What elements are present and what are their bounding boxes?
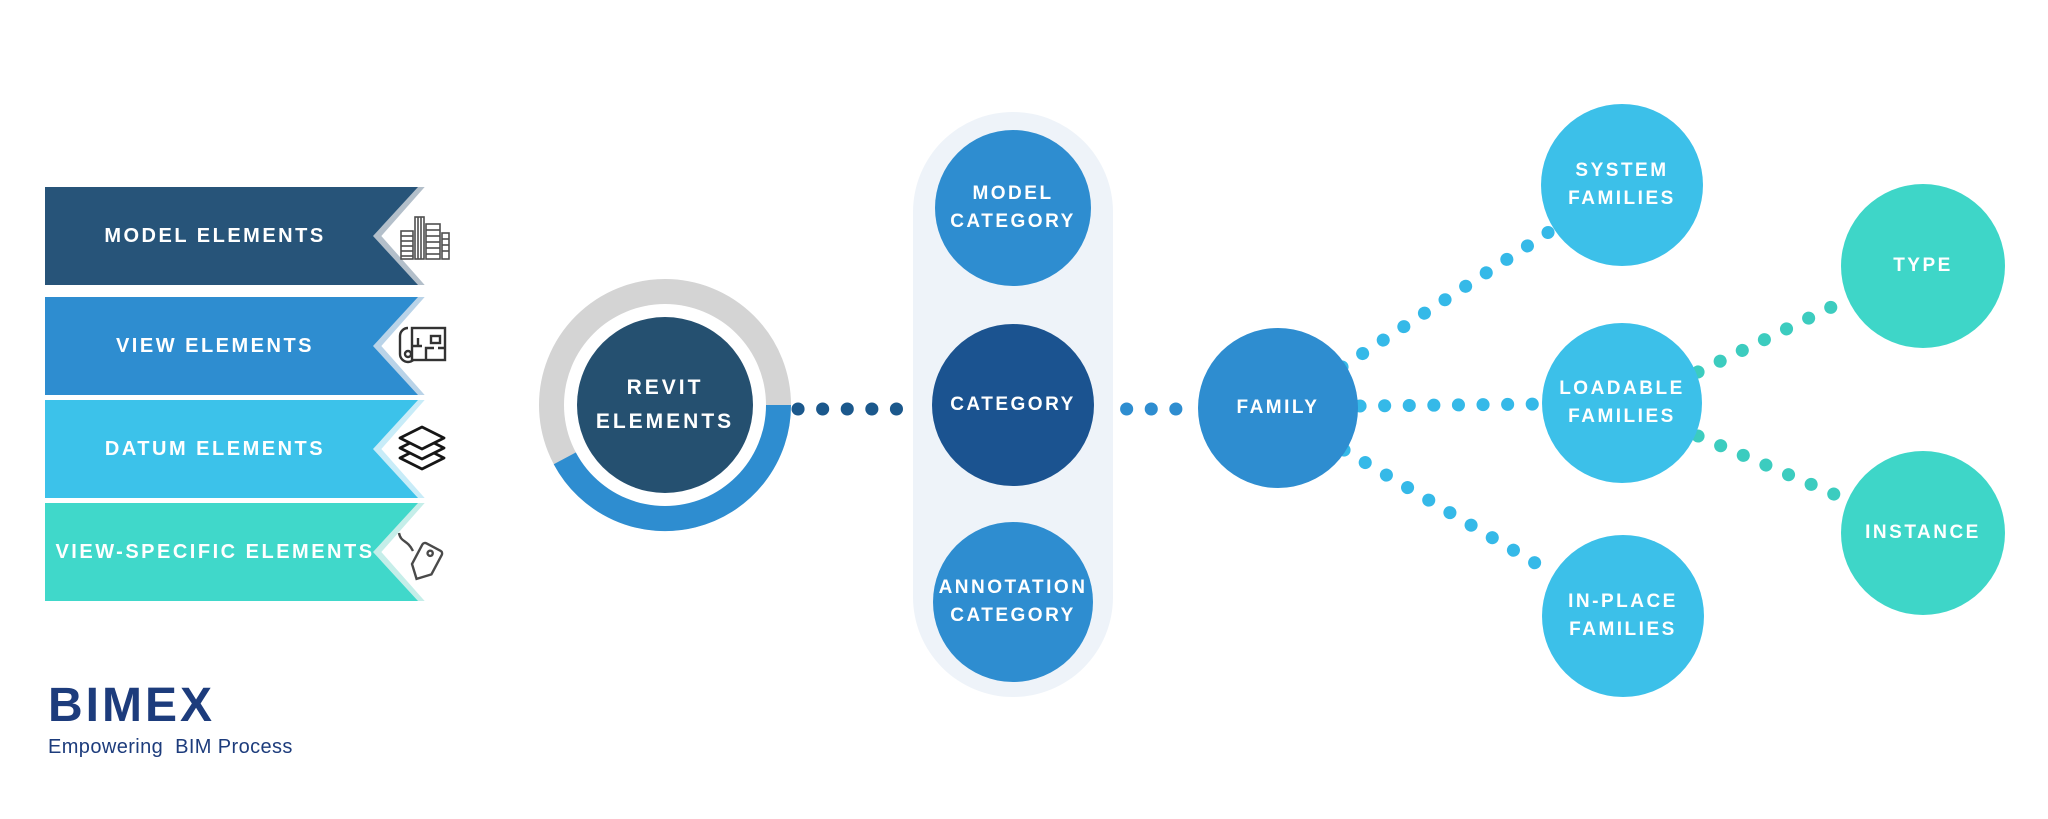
banner-label: VIEW-SPECIFIC ELEMENTS — [55, 540, 375, 563]
building-icon — [400, 216, 450, 260]
floorplan-icon — [398, 326, 447, 364]
banner-label: DATUM ELEMENTS — [104, 437, 326, 460]
banner-model-elements: MODEL ELEMENTS — [45, 187, 515, 285]
banner-view-specific-elements: VIEW-SPECIFIC ELEMENTS — [45, 503, 515, 601]
node-type: TYPE — [1841, 184, 2005, 348]
bimex-logo: BIMEX Empowering BIM Process — [48, 682, 293, 759]
logo-tagline: Empowering BIM Process — [48, 736, 293, 758]
connector-family-loadable — [1353, 397, 1547, 413]
layers-icon — [398, 425, 446, 471]
banner-edge — [370, 187, 425, 285]
hub-ring-blue-arc — [553, 404, 791, 532]
tag-icon — [397, 532, 444, 581]
node-annotation-category: ANNOTATION CATEGORY — [933, 522, 1093, 682]
banner-datum-elements: DATUM ELEMENTS — [45, 400, 515, 498]
node-inplace-families: IN-PLACE FAMILIES — [1542, 535, 1704, 697]
banner-shape — [45, 400, 418, 498]
connector-loadable-type — [1691, 291, 1857, 379]
revit-elements-hub — [539, 279, 791, 532]
hub-label: REVIT ELEMENTS — [595, 376, 735, 433]
banner-shape — [45, 297, 418, 395]
node-instance: INSTANCE — [1841, 451, 2005, 615]
banner-label: VIEW ELEMENTS — [115, 334, 315, 357]
banner-edge — [370, 400, 425, 498]
banner-edge — [370, 503, 425, 601]
connector-family-system — [1335, 219, 1565, 374]
banner-shape — [45, 187, 418, 285]
node-loadable-families: LOADABLE FAMILIES — [1542, 323, 1702, 483]
banner-label: MODEL ELEMENTS — [104, 224, 326, 247]
connector-loadable-instance — [1691, 429, 1857, 508]
banner-edge — [370, 297, 425, 395]
node-model-category: MODEL CATEGORY — [935, 130, 1091, 286]
connector-family-inplace — [1337, 443, 1559, 580]
banner-view-elements: VIEW ELEMENTS — [45, 297, 515, 395]
node-family: FAMILY — [1198, 328, 1358, 488]
node-category: CATEGORY — [932, 324, 1094, 486]
hub-inner-circle — [577, 317, 753, 493]
banner-shape — [45, 503, 418, 601]
logo-wordmark: BIMEX — [48, 679, 216, 732]
node-system-families: SYSTEM FAMILIES — [1541, 104, 1703, 266]
